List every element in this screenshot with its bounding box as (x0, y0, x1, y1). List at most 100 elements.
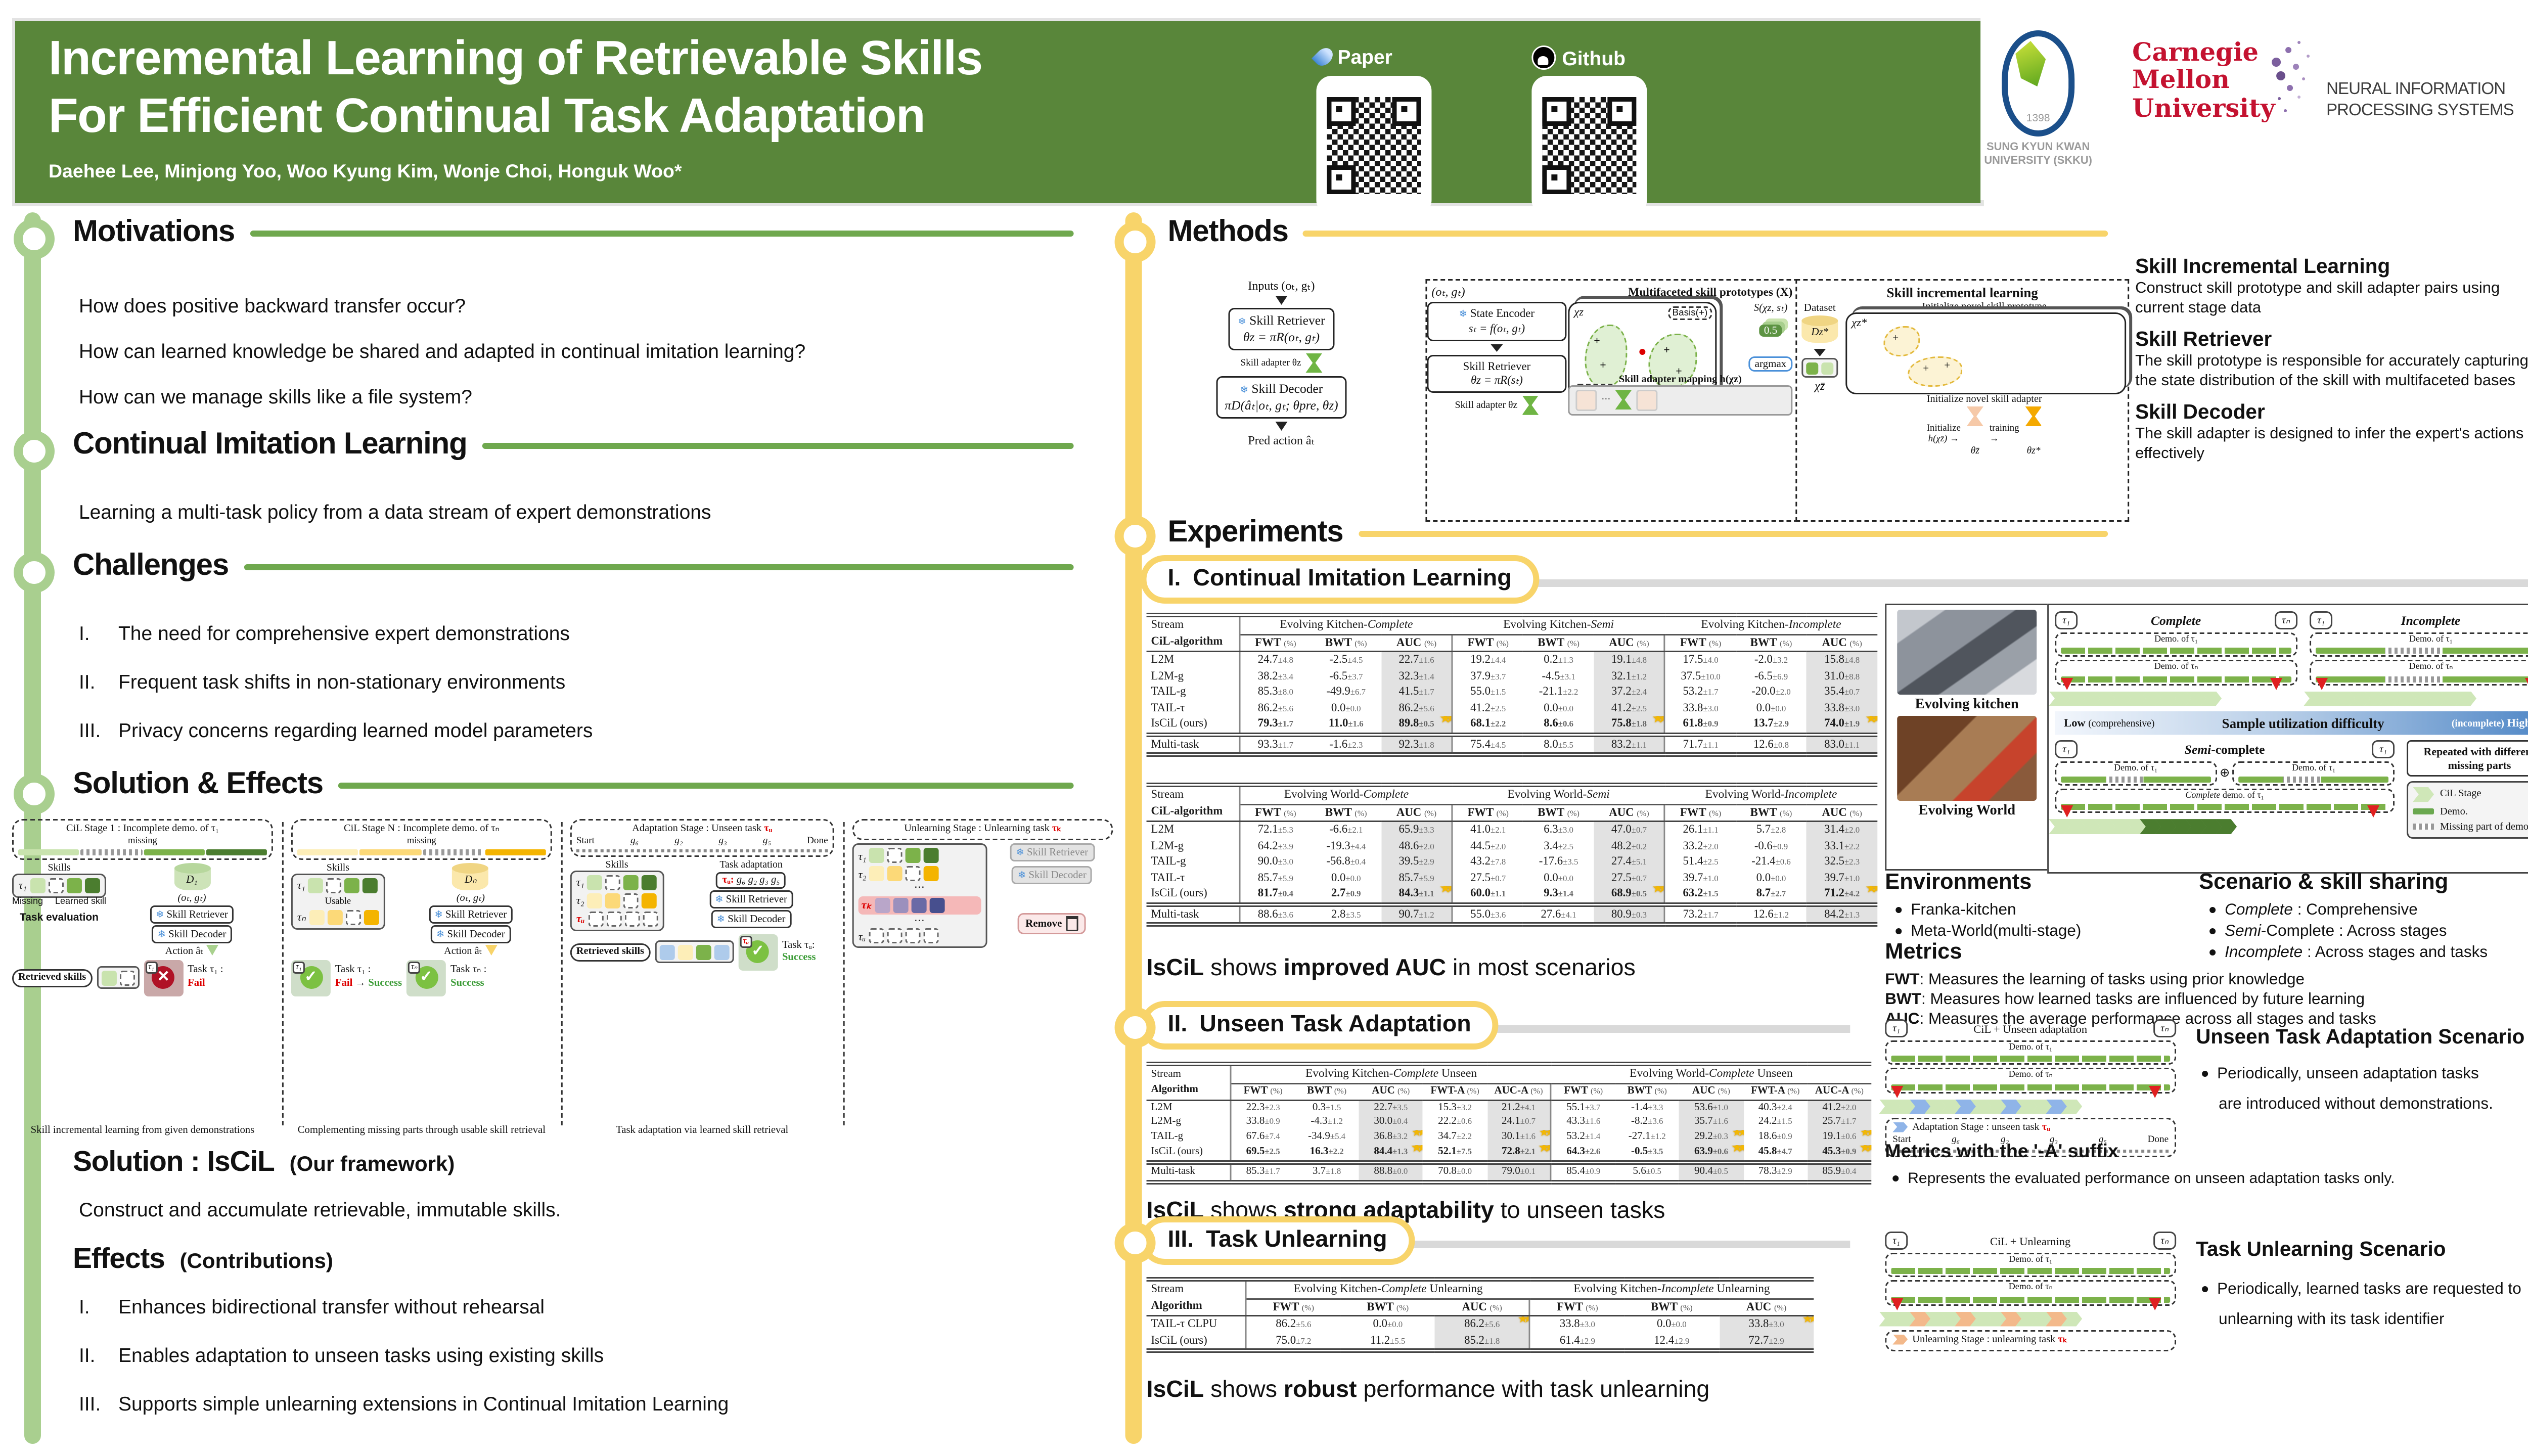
skill-decoder-box: ❄ Skill Decoder (151, 924, 233, 943)
down-arrow (485, 945, 498, 956)
star-icon: ★★ (1860, 1130, 1872, 1140)
adaptation-header: Adaptation Stage : Unseen task τᵤ Start … (570, 819, 834, 857)
methods-title: Methods (1167, 215, 1289, 249)
logo-strip: 1398 SUNG KYUN KWAN UNIVERSITY (SKKU) Ca… (1980, 18, 2528, 200)
freeze-icon: ❄ (715, 894, 724, 905)
table-cell: 3.7±1.8 (1294, 1160, 1359, 1185)
state-dot (1639, 349, 1646, 355)
star-icon: ★★ (1539, 1145, 1551, 1155)
motivation-q2: How can learned knowledge be shared and … (78, 340, 806, 362)
table-cell: 75.8±1.8★★ (1594, 716, 1665, 735)
left-timeline-bar (24, 212, 41, 1444)
argmax-chip: argmax (1748, 356, 1793, 372)
star-icon: ★★ (1539, 1130, 1551, 1140)
star-icon: ★★ (1860, 1145, 1872, 1155)
skills-box: τ₁ (13, 873, 106, 897)
init-adapter-icon (1966, 406, 1983, 426)
table-cell: -6.6±2.1 (1329, 822, 1363, 836)
table-cell: 93.3±1.7 (1239, 732, 1311, 757)
skill-adapter-icon (1522, 395, 1539, 415)
table-cell: 38.2±3.4 (1239, 668, 1311, 685)
panel2-caption: Complementing missing parts through usab… (297, 1125, 546, 1136)
github-qr-code[interactable] (1531, 76, 1647, 215)
table-cell: 60.0±1.1 (1451, 886, 1523, 904)
table-cell: 0.0±0.0 (1544, 700, 1573, 714)
table-cell: 27.6±4.1 (1523, 902, 1594, 927)
table-cell: -49.9±6.7 (1326, 684, 1366, 698)
table-cell: 27.5±0.7 (1594, 870, 1665, 886)
challenges-title: Challenges (72, 549, 229, 582)
side-h3: Skill Decoder (2135, 400, 2265, 424)
table-cell: 41.2±2.5 (1594, 700, 1665, 716)
unseen-adaptation-diagram: τ₁ CiL + Unseen adaptation τₙ Demo. of τ… (1879, 1019, 2177, 1157)
freeze-icon: ❄ (156, 909, 164, 920)
table-cell: 27.5±0.7 (1451, 870, 1523, 886)
down-arrow (206, 945, 219, 956)
unlearning-header: Unlearning Stage : Unlearning task τₖ (852, 819, 1113, 841)
timeline-node-motivations (13, 218, 55, 259)
table-cell: 9.3±1.4 (1544, 886, 1573, 900)
poster-title-line2: For Efficient Continual Task Adaptation (48, 88, 926, 143)
github-badge[interactable]: Github (1531, 46, 1626, 70)
semi-complete-scenario: τ₁ Semi-complete τ₁ Demo. of τ₁ ⊕ Demo. … (2049, 739, 2395, 839)
skill-retriever-module: ❄ Skill Retriever θz = πR(oₜ, gₜ) (1229, 308, 1334, 350)
table-cell: 43.2±7.8 (1451, 854, 1523, 871)
star-icon: ★★ (1652, 716, 1665, 725)
table-cell: 19.1±0.6★★ (1807, 1130, 1872, 1146)
remove-button[interactable]: Remove (1018, 913, 1087, 935)
metrics-heading: Metrics (1885, 940, 1962, 965)
table-cell: 0.0±0.0 (1331, 870, 1361, 884)
table-cell: 37.9±3.7 (1451, 668, 1523, 685)
table-cell: 12.6±1.2 (1735, 902, 1807, 927)
skill-retriever-box: ❄ Skill Retriever (709, 890, 793, 908)
paper-qr-code[interactable] (1316, 76, 1432, 215)
skku-logo-icon: 1398 (2002, 30, 2075, 136)
table-cell: 86.2±5.6 (1381, 700, 1453, 716)
table-cell: 68.9±0.5★★ (1594, 886, 1665, 904)
table-cell: 80.9±0.3 (1594, 902, 1665, 927)
table-cell: 17.5±4.0 (1664, 652, 1736, 669)
table-cell: 19.1±4.8 (1594, 652, 1665, 669)
authors: Daehee Lee, Minjong Yoo, Woo Kyung Kim, … (48, 161, 682, 182)
table-cell: 41.2±2.5 (1451, 700, 1523, 716)
semi-stage-strip (2049, 805, 2395, 835)
paper-badge[interactable]: Paper (1312, 44, 1392, 69)
table-cell: 70.8±0.0 (1423, 1160, 1487, 1185)
table-cell: -6.5±6.9 (1754, 668, 1788, 682)
table-cell: -4.3±1.2 (1311, 1115, 1343, 1128)
side-p2: The skill prototype is responsible for a… (2135, 353, 2528, 389)
table-cell: 51.4±2.5 (1664, 854, 1736, 871)
table-cell: 53.2±1.7 (1664, 684, 1736, 701)
table-cell: 0.0±0.0 (1756, 870, 1786, 884)
side-p3: The skill adapter is designed to infer t… (2135, 426, 2524, 463)
table-cell: 53.2±1.4 (1550, 1130, 1615, 1146)
state-encoder-module: ❄ State Encoder sₜ = f(oₜ, gₜ) (1427, 302, 1567, 341)
table-cell: 90.7±1.2 (1381, 902, 1453, 927)
dataset-cylinder: Dz* (1801, 315, 1838, 343)
table-cell: 61.4±2.9 (1529, 1333, 1624, 1353)
diagram-panel-unlearning: Unlearning Stage : Unlearning task τₖ τ₁… (852, 819, 1113, 1138)
caption-1: IsCiL shows improved AUC in most scenari… (1146, 956, 1636, 981)
unseen-scenario-heading: Unseen Task Adaptation Scenario (2196, 1025, 2525, 1048)
score-chip: 0.5 (1759, 325, 1782, 337)
table-cell: -4.5±3.1 (1542, 668, 1575, 682)
incomplete-scenario: τ₁ Incomplete τₙ Demo. of τ₁ Demo. of τₙ (2304, 611, 2528, 706)
fail-cross-icon: ✕ (152, 966, 175, 989)
effects-suffix: (Contributions) (179, 1248, 333, 1272)
table-cell: 36.8±3.2★★ (1359, 1130, 1423, 1146)
table-cell: -0.6±0.9 (1754, 838, 1788, 852)
scenario-diagram: τ₁ Complete τₙ Demo. of τ₁ Demo. of τₙ τ… (2047, 604, 2528, 874)
table-cell: 85.3±1.7 (1230, 1160, 1295, 1185)
solution-effects-title: Solution & Effects (72, 767, 324, 801)
table-cell: 27.4±5.1 (1594, 854, 1665, 871)
table-cell: 75.4±4.5 (1451, 732, 1523, 757)
environment-images: Evolving kitchen Evolving World (1885, 604, 2049, 871)
star-icon: ★★ (1732, 1145, 1743, 1155)
tasku-success-thumbnail: τᵤ ✓ (738, 934, 778, 971)
table-cell: 55.1±3.7 (1550, 1100, 1615, 1116)
skill-incremental-learning-diagram: Skill incremental learning Dataset Dz* χ… (1795, 279, 2130, 522)
star-icon: ★★ (1866, 716, 1878, 725)
section2-pill: II.Unseen Task Adaptation (1140, 1001, 1499, 1050)
table-cell: 64.2±3.9 (1239, 838, 1311, 854)
star-icon: ★★ (1802, 1316, 1814, 1326)
